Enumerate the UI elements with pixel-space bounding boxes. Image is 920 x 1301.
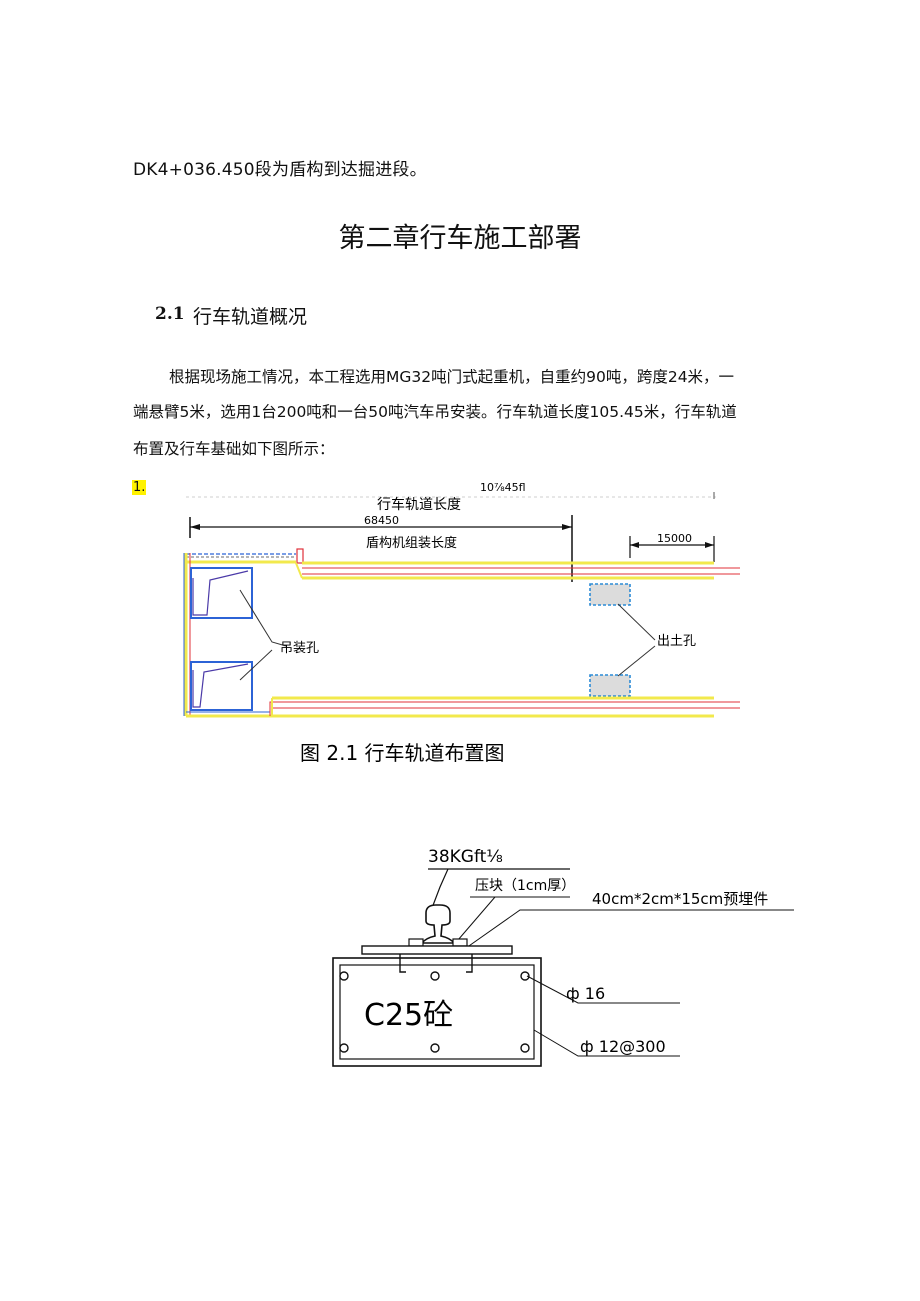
assembly-length-label: 盾构机组装长度 [366,535,457,551]
track-layout-figure: 10⅞45fl 行车轨道长度 68450 盾构机组装长度 15000 吊装孔 出… [183,481,740,765]
muck-leader-2 [617,645,656,677]
hoist-hole-2 [190,661,253,711]
paragraph-line-2: 端悬臂5米，选用1台200吨和一台50吨汽车吊安装。行车轨道长度105.45米，… [133,403,737,421]
rebar-main-label: ф 16 [566,984,605,1003]
rebar [520,971,530,981]
muck-leader-1 [617,603,656,641]
muck-hole-1 [589,583,631,606]
rebar [430,971,440,981]
embed-plate-label: 40cm*2cm*15cm预埋件 [592,890,768,908]
clamp-label: 压块（1cm厚） [475,878,575,894]
concrete-grade-label: C25砼 [364,998,453,1033]
hoist-hole-1-outline [192,570,249,616]
chapter-title: 第二章行车施工部署 [338,223,582,254]
figure-caption: 图 2.1 行车轨道布置图 [300,741,505,765]
rebar-main-leader [526,975,680,1004]
rail-profile [420,904,456,944]
section-number: 2.1 [155,304,185,324]
top-step-marker [296,548,304,564]
rebar [339,1043,349,1053]
muck-hole-2 [589,674,631,697]
top-rail-joint [295,562,303,579]
embed-plate [361,945,513,955]
hoist-hole-2-outline [192,663,249,708]
clamp-left [408,938,424,947]
dim-arrow-left [190,524,200,530]
stirrup [339,964,535,1060]
list-marker: 1. [132,480,147,495]
hoist-leader-1 [239,589,287,647]
bottom-wall-red-1 [269,701,740,716]
hoist-leader-2 [239,649,273,681]
anchor-bolt-left [399,954,406,973]
hoist-hole-label: 吊装孔 [280,641,319,656]
hoist-hole-1 [190,567,253,619]
dim-15000-arrow-left [630,542,639,548]
muck-hole-label: 出土孔 [657,634,696,649]
rebar [430,1043,440,1053]
rebar-stirrup-leader [533,1029,680,1057]
rebar-stirrup-label: ф 12@300 [580,1037,666,1056]
rail-leader [431,868,449,909]
rebar [339,971,349,981]
section-title: 行车轨道概况 [193,306,308,328]
rail-label: 38KGft⅛ [428,847,503,867]
top-length-label: 10⅞45fl [480,481,526,494]
clamp-right [452,938,468,947]
dim-15000-arrow-right [705,542,714,548]
dim-arrow-right [562,524,572,530]
paragraph-line-1: 根据现场施工情况，本工程选用MG32吨门式起重机，自重约90吨，跨度24米，一 [169,368,735,386]
paragraph-line-3: 布置及行车基础如下图所示： [133,440,335,458]
track-length-label: 行车轨道长度 [377,496,461,513]
rebar [520,1043,530,1053]
clamp-leader [457,896,496,941]
dim-15000-label: 15000 [657,532,692,545]
anchor-bolt-right [466,954,473,973]
rail-foundation-figure: 38KGft⅛ 压块（1cm厚） 40cm*2cm*15cm预埋件 C25砼 ф… [332,847,794,1067]
embed-leader [465,909,586,949]
intro-line: DK4+036.450段为盾构到达掘进段。 [133,160,427,180]
dim-68450-label: 68450 [364,514,399,527]
